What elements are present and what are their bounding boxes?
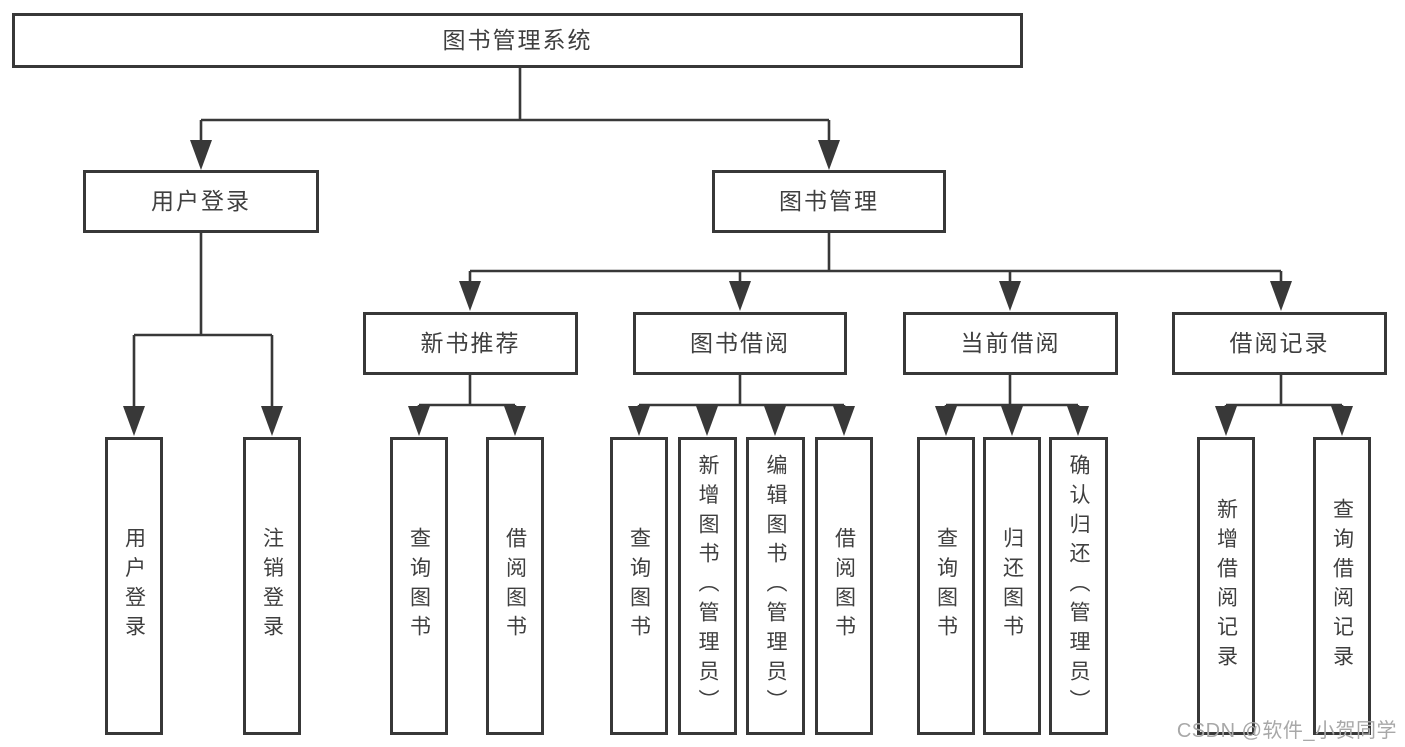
arrowhead — [1270, 281, 1292, 311]
node-label: 归还图书 — [1000, 527, 1024, 645]
leaf-edit-books-admin: 编辑图书（管理员） — [746, 437, 805, 735]
leaf-add-books-admin: 新增图书（管理员） — [678, 437, 737, 735]
node-label: 用户登录 — [122, 527, 146, 645]
arrowhead — [190, 140, 212, 170]
node-user-login: 用户登录 — [83, 170, 319, 233]
node-label: 图书借阅 — [690, 330, 790, 356]
node-book-management: 图书管理 — [712, 170, 946, 233]
leaf-return-books: 归还图书 — [983, 437, 1041, 735]
connector-user-login-branch — [123, 233, 283, 436]
leaf-confirm-return-admin: 确认归还（管理员） — [1049, 437, 1108, 735]
arrowhead — [696, 406, 718, 436]
arrowhead — [1215, 406, 1237, 436]
arrowhead — [1331, 406, 1353, 436]
node-label: 查询图书 — [407, 527, 431, 645]
arrowhead — [504, 406, 526, 436]
leaf-query-books-borrow: 查询图书 — [610, 437, 668, 735]
node-label: 查询图书 — [627, 527, 651, 645]
arrowhead — [818, 140, 840, 170]
arrowhead — [628, 406, 650, 436]
arrowhead — [1001, 406, 1023, 436]
csdn-watermark: CSDN @软件_小贺同学 — [1176, 720, 1397, 742]
leaf-query-books-recommend: 查询图书 — [390, 437, 448, 735]
node-label: 借阅记录 — [1229, 330, 1330, 356]
arrowhead — [935, 406, 957, 436]
arrowhead — [123, 406, 145, 436]
arrowhead — [261, 406, 283, 436]
node-label: 借阅图书 — [503, 527, 527, 645]
node-label: 查询借阅记录 — [1330, 497, 1354, 675]
connector-new-book-recommend-branch — [408, 375, 526, 436]
node-label: 图书管理系统 — [442, 27, 593, 53]
node-label: 当前借阅 — [960, 330, 1061, 356]
node-label: 图书管理 — [779, 188, 879, 214]
leaf-borrow-books-recommend: 借阅图书 — [486, 437, 544, 735]
leaf-user-login: 用户登录 — [105, 437, 163, 735]
leaf-borrow-books: 借阅图书 — [815, 437, 873, 735]
arrowhead — [729, 281, 751, 311]
node-label: 借阅图书 — [832, 527, 856, 645]
node-root: 图书管理系统 — [12, 13, 1023, 68]
leaf-query-books-current: 查询图书 — [917, 437, 975, 735]
node-label: 注销登录 — [260, 527, 284, 645]
node-borrow-records: 借阅记录 — [1172, 312, 1387, 375]
node-new-book-recommend: 新书推荐 — [363, 312, 578, 375]
arrowhead — [764, 406, 786, 436]
arrowhead — [1067, 406, 1089, 436]
node-label: 编辑图书（管理员） — [764, 453, 787, 719]
connector-root-to-level2 — [190, 68, 840, 170]
arrowhead — [408, 406, 430, 436]
arrowhead — [833, 406, 855, 436]
leaf-logout: 注销登录 — [243, 437, 301, 735]
connector-current-borrow-branch — [935, 375, 1089, 436]
node-label: 新书推荐 — [420, 330, 521, 356]
node-current-borrow: 当前借阅 — [903, 312, 1118, 375]
node-label: 查询图书 — [934, 527, 958, 645]
connector-borrow-records-branch — [1215, 375, 1353, 436]
arrowhead — [459, 281, 481, 311]
connector-book-management-branch — [459, 233, 1292, 311]
leaf-add-borrow-record: 新增借阅记录 — [1197, 437, 1255, 735]
arrowhead — [999, 281, 1021, 311]
node-label: 用户登录 — [151, 188, 251, 214]
node-label: 确认归还（管理员） — [1067, 453, 1090, 719]
node-label: 新增借阅记录 — [1214, 497, 1238, 675]
node-book-borrow: 图书借阅 — [633, 312, 847, 375]
leaf-query-borrow-record: 查询借阅记录 — [1313, 437, 1371, 735]
node-label: 新增图书（管理员） — [696, 453, 719, 719]
connector-book-borrow-branch — [628, 375, 855, 436]
